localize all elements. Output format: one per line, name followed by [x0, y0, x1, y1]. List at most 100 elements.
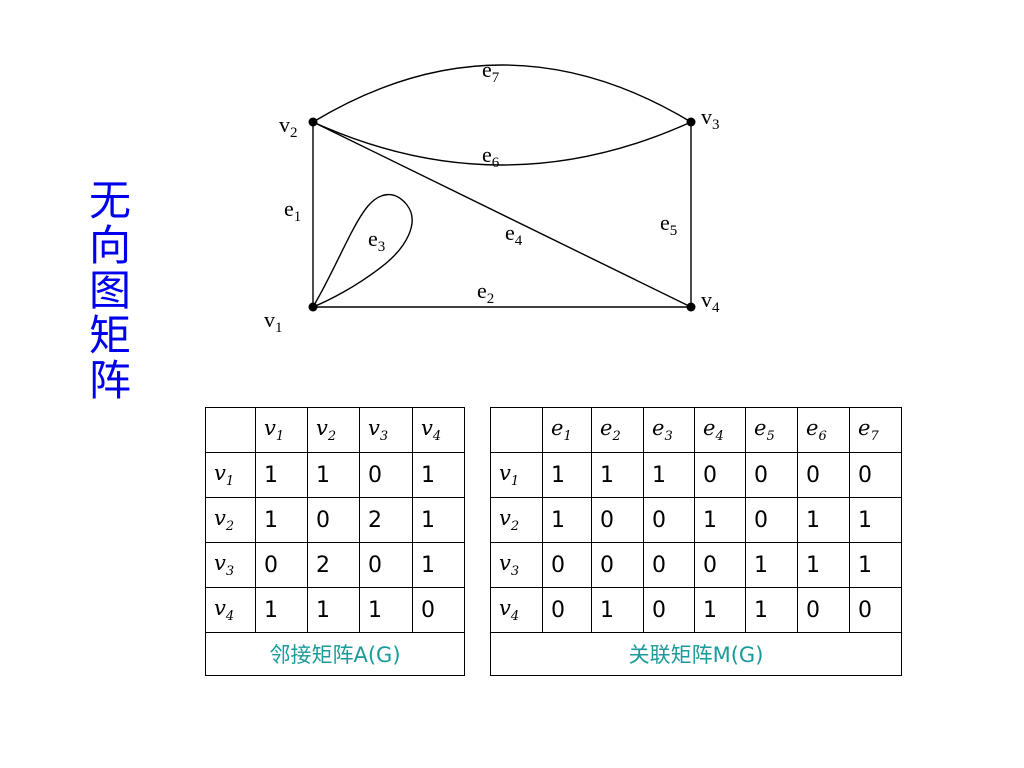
vertex-label-v2: v2: [279, 112, 298, 141]
column-header: v2: [307, 407, 360, 453]
edge-label-e3: e3: [368, 226, 385, 255]
matrix-cell: 1: [797, 542, 850, 588]
table-header-row: e1 e2 e3 e4 e5 e6 e7: [490, 407, 902, 453]
column-header: v3: [359, 407, 413, 453]
title-char: 矩: [88, 311, 131, 360]
matrix-cell: 0: [255, 542, 308, 588]
matrix-cell: 1: [745, 542, 798, 588]
table-row: v1 1 1 1 0 0 0 0: [490, 452, 902, 498]
column-header: e6: [797, 407, 850, 453]
edge-e7: [312, 64, 692, 123]
matrix-cell: 0: [412, 587, 465, 633]
table-row: v4 1 1 1 0: [205, 587, 465, 633]
incidence-matrix: e1 e2 e3 e4 e5 e6 e7 v1 1 1 1 0 0 0 0 v2…: [490, 407, 902, 676]
matrix-cell: 1: [542, 497, 592, 543]
column-header: e3: [643, 407, 695, 453]
row-header: v4: [490, 587, 543, 633]
matrix-cell: 1: [745, 587, 798, 633]
vertex-v3: [686, 117, 696, 127]
table-row: v2 1 0 2 1: [205, 497, 465, 543]
matrix-cell: 0: [849, 587, 902, 633]
caption-row: 关联矩阵M(G): [490, 632, 902, 676]
title-char: 图: [88, 266, 131, 315]
matrix-cell: 1: [643, 452, 695, 498]
matrix-cell: 0: [797, 587, 850, 633]
edge-label-e7: e7: [482, 57, 500, 86]
adjacency-matrix: v1 v2 v3 v4 v1 1 1 0 1 v2 1 0 2 1 v3 0 2…: [205, 407, 465, 676]
corner-cell: [490, 407, 543, 453]
matrix-cell: 0: [542, 587, 592, 633]
table-row: v3 0 2 0 1: [205, 542, 465, 588]
column-header: v4: [412, 407, 465, 453]
matrix-cell: 0: [849, 452, 902, 498]
matrix-cell: 0: [542, 542, 592, 588]
edge-e4: [312, 121, 692, 308]
edge-label-e4: e4: [505, 220, 523, 249]
matrix-cell: 0: [643, 587, 695, 633]
table-row: v4 0 1 0 1 1 0 0: [490, 587, 902, 633]
row-header: v1: [490, 452, 543, 498]
vertex-v1: [308, 302, 318, 312]
edge-label-e2: e2: [477, 278, 494, 307]
matrix-cell: 1: [849, 542, 902, 588]
column-header: e1: [542, 407, 592, 453]
matrix-cell: 2: [307, 542, 360, 588]
matrix-cell: 0: [643, 542, 695, 588]
graph-diagram: v1 v2 v3 v4 e1 e2 e3 e4 e5 e6 e7: [264, 57, 720, 336]
vertex-v2: [308, 117, 318, 127]
table-row: v1 1 1 0 1: [205, 452, 465, 498]
matrix-cell: 1: [412, 452, 465, 498]
title-char: 无: [88, 176, 131, 225]
row-header: v4: [205, 587, 256, 633]
matrix-cell: 1: [694, 587, 746, 633]
matrix-cell: 0: [591, 542, 644, 588]
column-header: e2: [591, 407, 644, 453]
column-header: e5: [745, 407, 798, 453]
matrix-cell: 2: [359, 497, 413, 543]
matrix-cell: 0: [797, 452, 850, 498]
incidence-caption: 关联矩阵M(G): [490, 632, 902, 676]
matrix-cell: 1: [255, 587, 308, 633]
matrix-cell: 0: [694, 452, 746, 498]
matrix-cell: 1: [307, 587, 360, 633]
row-header: v2: [205, 497, 256, 543]
table-header-row: v1 v2 v3 v4: [205, 407, 465, 453]
matrix-cell: 0: [745, 452, 798, 498]
column-header: v1: [255, 407, 308, 453]
corner-cell: [205, 407, 256, 453]
matrix-cell: 1: [255, 452, 308, 498]
edge-e3: [312, 193, 413, 308]
edge-label-e1: e1: [284, 196, 301, 225]
row-header: v2: [490, 497, 543, 543]
matrix-cell: 1: [412, 497, 465, 543]
matrix-cell: 0: [591, 497, 644, 543]
edge-label-e5: e5: [660, 210, 677, 239]
slide-title: 无 向 图 矩 阵: [84, 178, 136, 403]
matrix-cell: 0: [643, 497, 695, 543]
vertex-v4: [686, 302, 696, 312]
matrix-cell: 1: [694, 497, 746, 543]
table-row: v3 0 0 0 0 1 1 1: [490, 542, 902, 588]
matrix-cell: 1: [542, 452, 592, 498]
matrix-cell: 0: [745, 497, 798, 543]
row-header: v3: [205, 542, 256, 588]
vertex-label-v4: v4: [701, 287, 720, 316]
column-header: e7: [849, 407, 902, 453]
matrix-cell: 1: [849, 497, 902, 543]
matrix-cell: 0: [694, 542, 746, 588]
title-char: 向: [88, 221, 131, 270]
column-header: e4: [694, 407, 746, 453]
table-row: v2 1 0 0 1 0 1 1: [490, 497, 902, 543]
matrix-cell: 1: [797, 497, 850, 543]
matrix-cell: 1: [255, 497, 308, 543]
matrix-cell: 1: [591, 452, 644, 498]
adjacency-caption: 邻接矩阵A(G): [205, 632, 465, 676]
title-char: 阵: [88, 356, 131, 405]
edge-label-e6: e6: [482, 142, 500, 171]
vertex-label-v1: v1: [264, 307, 283, 336]
matrix-cell: 0: [359, 542, 413, 588]
edge-e6: [312, 121, 692, 166]
matrix-cell: 1: [359, 587, 413, 633]
matrix-cell: 0: [307, 497, 360, 543]
matrix-cell: 1: [307, 452, 360, 498]
